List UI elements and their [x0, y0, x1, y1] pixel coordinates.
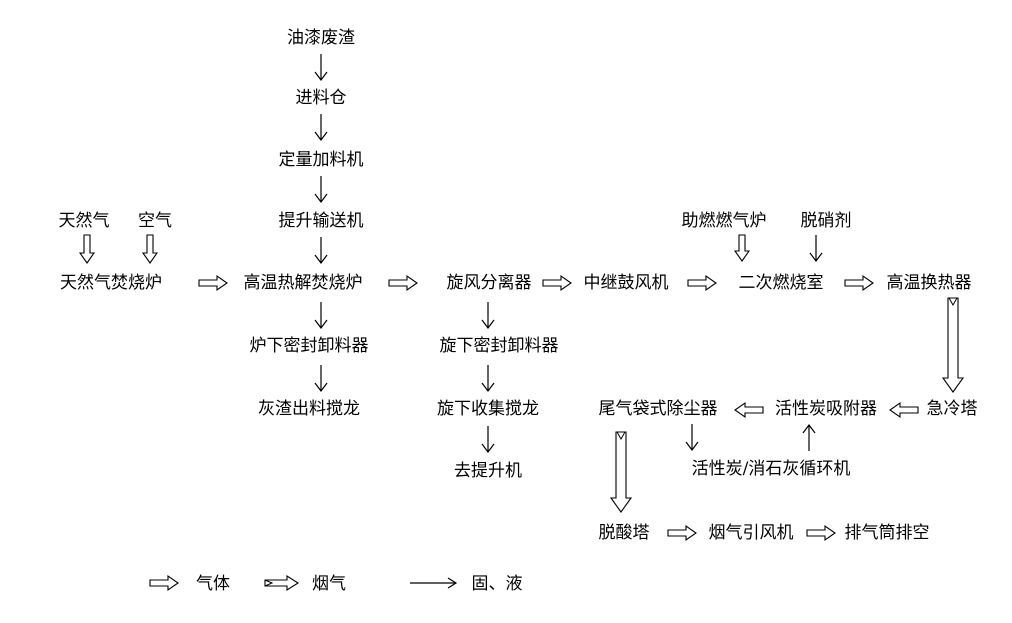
node-quench-tower: 急冷塔 — [926, 399, 978, 419]
node-ash-auger: 灰渣出料搅龙 — [258, 399, 360, 419]
legend-flue-gas-label: 烟气 — [312, 574, 346, 594]
legend-gas-label: 气体 — [196, 574, 230, 594]
node-air: 空气 — [138, 211, 172, 231]
node-quant-feeder: 定量加料机 — [278, 150, 364, 170]
gas-arrow-aux-down — [733, 234, 751, 262]
gas-arrow-adsorber-to-filter — [734, 401, 764, 419]
solid-arrow-paint-to-bin — [314, 54, 328, 81]
legend-solid-arrow — [410, 577, 458, 589]
node-deacid-tower: 脱酸塔 — [598, 523, 650, 543]
node-secondary-chamber: 二次燃烧室 — [738, 273, 824, 293]
node-ng-incinerator: 天然气焚烧炉 — [60, 273, 162, 293]
solid-arrow-cyclone-to-seal — [481, 302, 495, 329]
node-cyclone-seal: 旋下密封卸料器 — [439, 336, 559, 356]
gas-arrow-deacid-to-fan — [667, 524, 697, 542]
solid-arrow-denitrifier-to-chamber — [809, 235, 823, 262]
solid-arrow-auger-to-lift — [481, 426, 495, 453]
node-bag-filter: 尾气袋式除尘器 — [598, 399, 718, 419]
gas-arrow-pyrolysis-to-cyclone — [388, 274, 418, 292]
gas-arrow-air-down — [141, 234, 159, 264]
solid-arrow-filter-to-circ — [685, 424, 699, 451]
node-aux-burner: 助燃燃气炉 — [681, 211, 767, 231]
solid-arrow-circ-to-adsorber — [802, 424, 816, 451]
legend-solid-liquid-label: 固、液 — [471, 574, 523, 594]
node-cyclone-auger: 旋下收集搅龙 — [437, 399, 539, 419]
node-paint-waste: 油漆废渣 — [287, 28, 355, 48]
solid-arrow-seal-to-auger — [481, 365, 495, 392]
gas-arrow-cyclone-to-fan — [542, 274, 572, 292]
legend-gas-arrow — [149, 574, 179, 592]
solid-arrow-bin-to-feeder — [314, 114, 328, 141]
flue-arrow-filter-to-deacid — [609, 431, 633, 513]
node-relay-fan: 中继鼓风机 — [583, 273, 669, 293]
solid-arrow-feeder-to-lift — [314, 176, 328, 203]
gas-arrow-fan-to-stack — [806, 524, 836, 542]
node-feed-bin: 进料仓 — [295, 88, 347, 108]
node-ac-adsorber: 活性炭吸附器 — [775, 399, 877, 419]
solid-arrow-lift-to-pyrolysis — [314, 237, 328, 264]
node-natural-gas: 天然气 — [58, 211, 110, 231]
legend-flue-arrow — [264, 574, 300, 592]
flue-arrow-exchanger-to-quench — [941, 297, 965, 393]
solid-arrow-seal-to-ash — [314, 365, 328, 392]
node-lift-conveyor: 提升输送机 — [278, 211, 364, 231]
node-stack: 排气筒排空 — [844, 523, 930, 543]
node-denitrifier: 脱硝剂 — [800, 211, 852, 231]
node-cyclone: 旋风分离器 — [446, 273, 532, 293]
gas-arrow-chamber-to-exchanger — [844, 274, 874, 292]
node-ac-lime-circ: 活性炭/消石灰循环机 — [691, 459, 851, 479]
node-to-lift: 去提升机 — [454, 461, 522, 481]
gas-arrow-quench-to-adsorber — [889, 401, 919, 419]
node-flue-fan: 烟气引风机 — [708, 523, 794, 543]
node-ht-exchanger: 高温换热器 — [886, 273, 972, 293]
gas-arrow-ng-down — [78, 234, 96, 264]
gas-arrow-fan-to-chamber — [687, 274, 717, 292]
solid-arrow-pyrolysis-to-seal — [314, 302, 328, 329]
node-ht-pyrolysis: 高温热解焚烧炉 — [243, 273, 363, 293]
gas-arrow-ng-to-pyrolysis — [198, 274, 228, 292]
node-furnace-seal: 炉下密封卸料器 — [249, 336, 369, 356]
